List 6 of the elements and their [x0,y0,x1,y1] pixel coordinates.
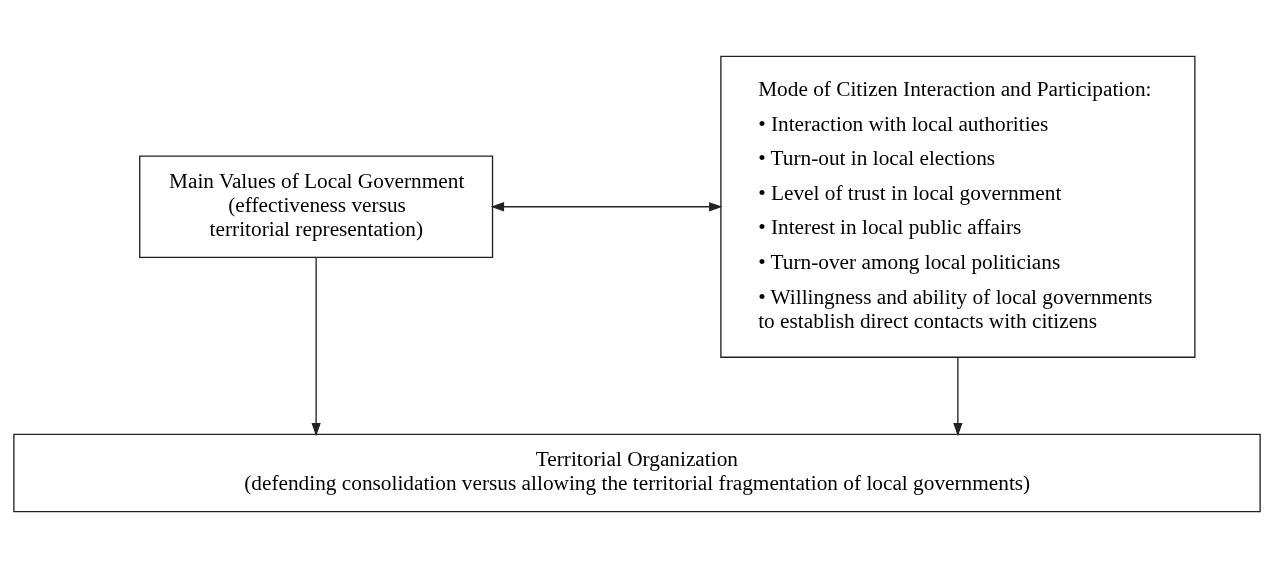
arrow [311,256,321,437]
node-box: Territorial Organization (defending consolidation versus allowing the territorial fragmentation of local governments) [13,433,1261,513]
arrow [490,202,723,212]
node-box: Main Values of Local Government (effectiveness versus territorial representation) [139,155,494,259]
arrow [953,356,963,437]
node-box: Mode of Citizen Interaction and Participation: • Interaction with local authorities • Turn-out in local elections • Level of trust in local government • Interest in local public affairs • Turn-over among local politicians • Willingness and ability of local governments to establish direct contacts with citizens [720,55,1196,358]
